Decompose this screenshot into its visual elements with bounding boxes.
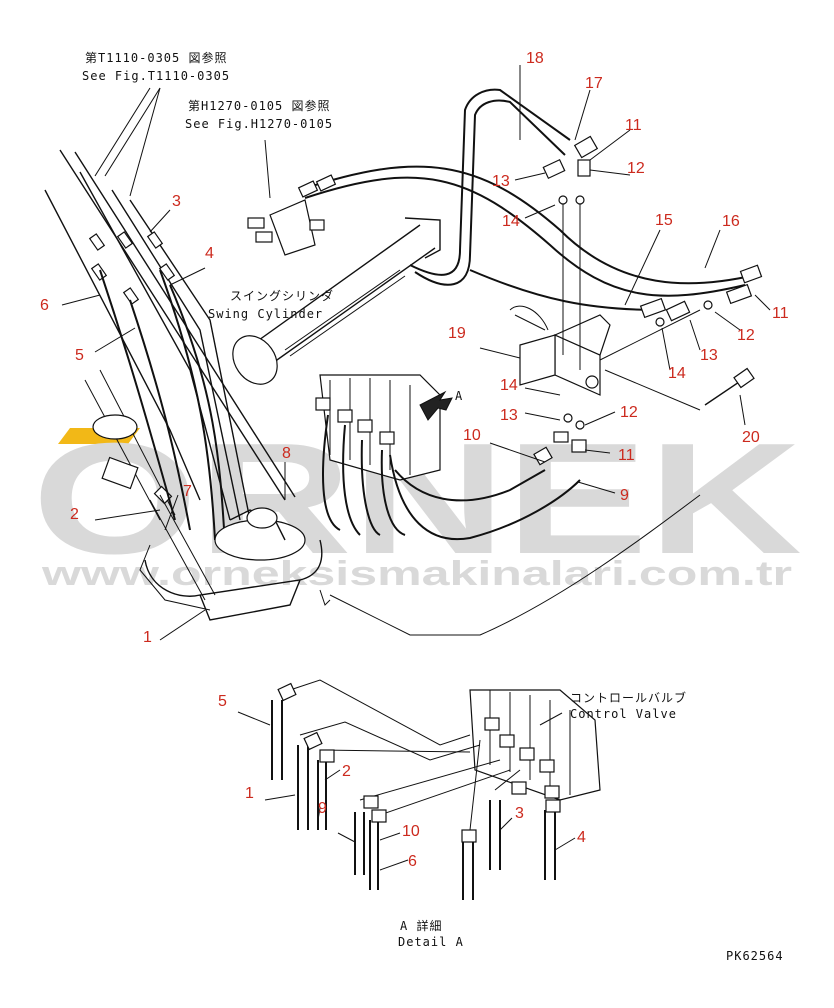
detail-a-en: Detail A [398, 935, 464, 949]
callout-16: 16 [722, 213, 740, 230]
callout-14: 14 [502, 213, 520, 230]
callout-6: 6 [40, 297, 49, 314]
callout-7: 7 [183, 483, 192, 500]
callout-19: 19 [448, 325, 466, 342]
callout-3: 3 [172, 193, 181, 210]
fig-h-ref-jp: 第H1270-0105 図参照 [188, 98, 330, 113]
callout-14: 14 [668, 365, 686, 382]
detail-callout-5: 5 [218, 693, 227, 710]
control-valve-jp: コントロールバルブ [570, 690, 687, 705]
callout-5: 5 [75, 347, 84, 364]
callout-4: 4 [205, 245, 214, 262]
fig-h-ref-en: See Fig.H1270-0105 [185, 117, 333, 131]
callout-2: 2 [70, 506, 79, 523]
callout-18: 18 [526, 50, 544, 67]
callout-13: 13 [500, 407, 518, 424]
solenoid-block [509, 305, 611, 396]
detail-callout-4: 4 [577, 829, 586, 846]
callout-17: 17 [585, 75, 603, 92]
callout-14: 14 [500, 377, 518, 394]
callout-8: 8 [282, 445, 291, 462]
control-valve-main [315, 374, 441, 481]
callout-11: 11 [772, 305, 789, 322]
reference-labels: 第T1110-0305 図参照 See Fig.T1110-0305 第H127… [82, 50, 784, 963]
callout-20: 20 [742, 429, 760, 446]
callout-12: 12 [620, 404, 638, 421]
callout-12: 12 [737, 327, 755, 344]
upper-valve-bracket [247, 174, 337, 256]
callout-10: 10 [463, 427, 481, 444]
view-a-label: A [455, 389, 463, 403]
callout-13: 13 [492, 173, 510, 190]
detail-callout-2: 2 [342, 763, 351, 780]
callout-11: 11 [625, 117, 642, 134]
callout-9: 9 [620, 487, 629, 504]
swing-cylinder-jp: スイングシリンダ [230, 288, 334, 303]
fig-t-ref-jp: 第T1110-0305 図参照 [85, 50, 227, 65]
control-valve-en: Control Valve [570, 707, 677, 721]
callout-12: 12 [627, 160, 645, 177]
callouts: 18 17 11 12 13 14 15 16 11 12 13 14 19 2… [40, 50, 789, 870]
callout-15: 15 [655, 212, 673, 229]
leader-lines [61, 65, 771, 871]
watermark-url: www.orneksismakinalari.com.tr [41, 555, 792, 593]
callout-1: 1 [143, 629, 152, 646]
callout-13: 13 [700, 347, 718, 364]
main-assembly [44, 88, 763, 636]
detail-callout-10: 10 [402, 823, 420, 840]
fig-t-ref-en: See Fig.T1110-0305 [82, 69, 230, 83]
detail-callout-9: 9 [318, 800, 327, 817]
callout-11: 11 [618, 447, 635, 464]
detail-callout-1: 1 [245, 785, 254, 802]
detail-a-assembly [271, 679, 601, 900]
tube-fittings [88, 231, 176, 505]
detail-a-jp: A 詳細 [400, 918, 442, 933]
detail-callout-6: 6 [408, 853, 417, 870]
drawing-number: PK62564 [726, 949, 784, 963]
swing-cylinder-en: Swing Cylinder [208, 307, 323, 321]
detail-callout-3: 3 [515, 805, 524, 822]
